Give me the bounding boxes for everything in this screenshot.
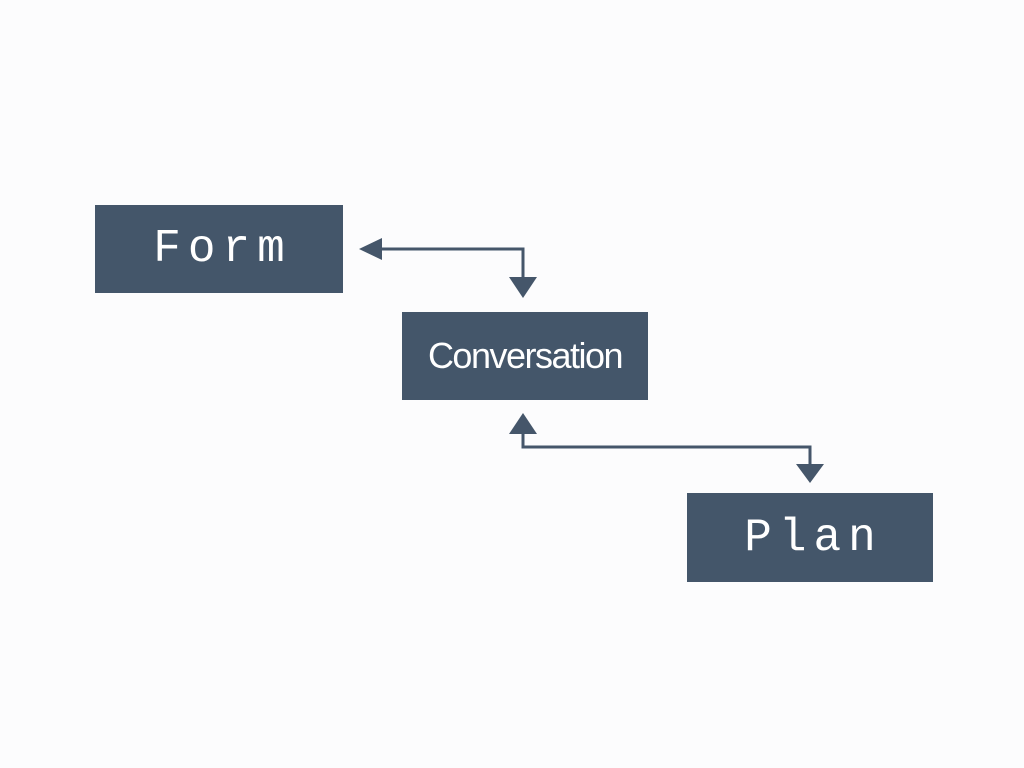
node-plan: Plan: [687, 493, 933, 582]
node-conversation-label: Conversation: [427, 335, 624, 376]
node-form: Form: [95, 205, 343, 293]
node-conversation: Conversation: [402, 312, 648, 400]
node-form-label: Form: [153, 223, 292, 275]
connector-form-conversation: [359, 238, 537, 298]
arrowhead-left: [359, 238, 382, 260]
arrowhead-up: [509, 413, 537, 434]
arrowhead-down: [509, 277, 537, 298]
node-plan-label: Plan: [744, 511, 883, 564]
arrowhead-down: [796, 464, 824, 483]
elbow-line: [379, 247, 525, 279]
elbow-line: [521, 432, 812, 466]
connector-conversation-plan: [509, 413, 824, 483]
